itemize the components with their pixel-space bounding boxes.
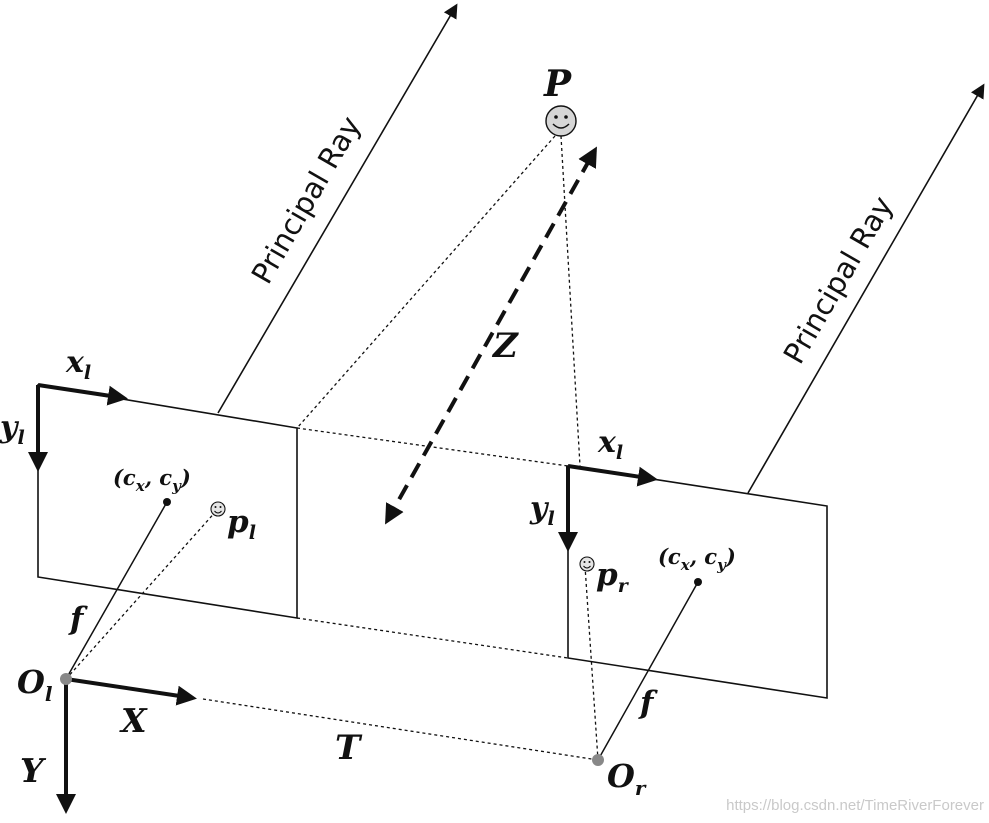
- left-principal-point: [163, 498, 171, 506]
- plane-bottom-connector: [296, 617, 569, 659]
- plane-top-connector: [296, 427, 569, 467]
- scene-point-smiley-icon: [545, 105, 577, 137]
- right-principal-ray-label: Principal Ray: [777, 190, 900, 369]
- right-image-point-smiley-icon: [579, 556, 595, 572]
- right-y-axis-label: yl: [529, 491, 555, 530]
- left-principal-ray: [217, 3, 458, 414]
- right-principal-point-label: (cx, cy): [658, 544, 736, 574]
- right-x-axis-arrow: [567, 464, 658, 487]
- left-x-axis-label: xl: [65, 345, 91, 384]
- world-y-label: Y: [20, 751, 47, 790]
- left-origin-label: Ol: [17, 663, 53, 706]
- baseline-line: [202, 698, 599, 761]
- scene-point-label: P: [543, 63, 572, 105]
- world-x-axis-arrow: [65, 677, 197, 706]
- right-origin-label: Or: [607, 757, 647, 800]
- watermark-text: https://blog.csdn.net/TimeRiverForever: [726, 797, 984, 814]
- right-principal-point: [694, 578, 702, 586]
- ray-right-plane-to-Or: [584, 565, 599, 761]
- left-y-axis-label: yl: [0, 410, 25, 449]
- right-principal-ray: [747, 83, 985, 494]
- left-focal-label: f: [68, 601, 88, 637]
- left-optical-center: [60, 673, 72, 685]
- right-optical-center: [592, 754, 604, 766]
- world-x-label: X: [119, 701, 148, 740]
- depth-arrow: [385, 146, 597, 525]
- ray-Ol-to-pl: [65, 508, 219, 680]
- right-focal-label: f: [638, 685, 658, 721]
- right-focal-line: [597, 581, 699, 761]
- depth-label: Z: [491, 326, 519, 366]
- right-image-plane: [567, 465, 828, 699]
- left-image-point-label: pl: [227, 504, 256, 544]
- right-x-axis-label: xl: [597, 425, 623, 464]
- left-image-point-smiley-icon: [210, 501, 226, 517]
- right-image-point-label: pr: [596, 557, 630, 597]
- left-focal-line: [65, 501, 168, 680]
- left-x-axis-arrow: [37, 383, 128, 406]
- left-principal-point-label: (cx, cy): [113, 465, 191, 495]
- baseline-label: T: [335, 728, 363, 768]
